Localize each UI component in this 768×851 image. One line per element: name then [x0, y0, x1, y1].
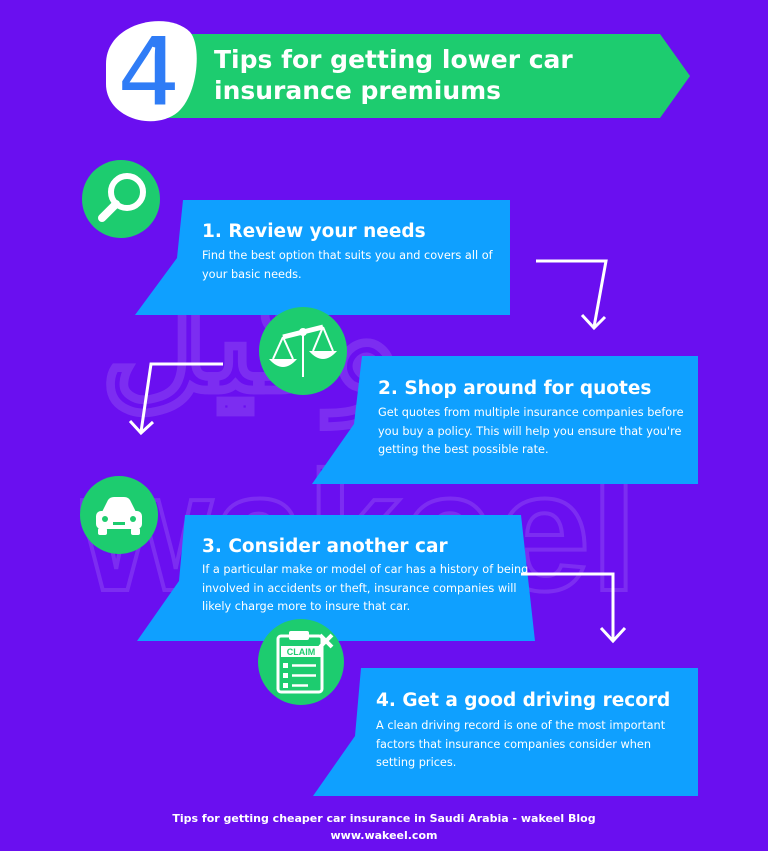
- arrow-right-down-1: [536, 259, 608, 331]
- footer-source: Tips for getting cheaper car insurance i…: [172, 812, 596, 825]
- balance-scale-icon: [269, 324, 337, 377]
- claim-clipboard-icon: CLAIM: [276, 631, 334, 694]
- big-number-digit: 4: [119, 14, 177, 124]
- step-2-title: 2. Shop around for quotes: [378, 378, 652, 399]
- big-number-badge: 4: [106, 14, 197, 124]
- arrow-right-down-2: [521, 572, 627, 644]
- step-1-title: 1. Review your needs: [202, 221, 426, 242]
- step-2-panel: [312, 356, 698, 484]
- footer-url: www.wakeel.com: [330, 829, 438, 842]
- step-3-title: 3. Consider another car: [202, 536, 448, 557]
- step-4-panel: [313, 668, 698, 796]
- step-3-text: If a particular make or model of car has…: [202, 563, 529, 613]
- step-4-icon-circle: CLAIM: [258, 619, 344, 705]
- step-1-panel: [135, 200, 510, 315]
- page-title: Tips for getting lower car insurance pre…: [214, 45, 573, 105]
- arrow-left-down: [128, 362, 223, 436]
- claim-label: CLAIM: [287, 647, 316, 657]
- car-icon: [96, 497, 142, 535]
- step-3-icon-circle: [80, 476, 158, 554]
- step-4-text: A clean driving record is one of the mos…: [376, 719, 666, 769]
- step-4-title: 4. Get a good driving record: [376, 690, 671, 711]
- step-3-panel: [137, 515, 535, 641]
- step-2-icon-circle: [259, 307, 347, 395]
- step-1-icon-circle: [82, 160, 160, 238]
- step-1-text: Find the best option that suits you and …: [202, 249, 493, 281]
- step-2-text: Get quotes from multiple insurance compa…: [378, 406, 684, 456]
- magnifier-icon: [98, 173, 146, 222]
- header-banner: [150, 34, 690, 118]
